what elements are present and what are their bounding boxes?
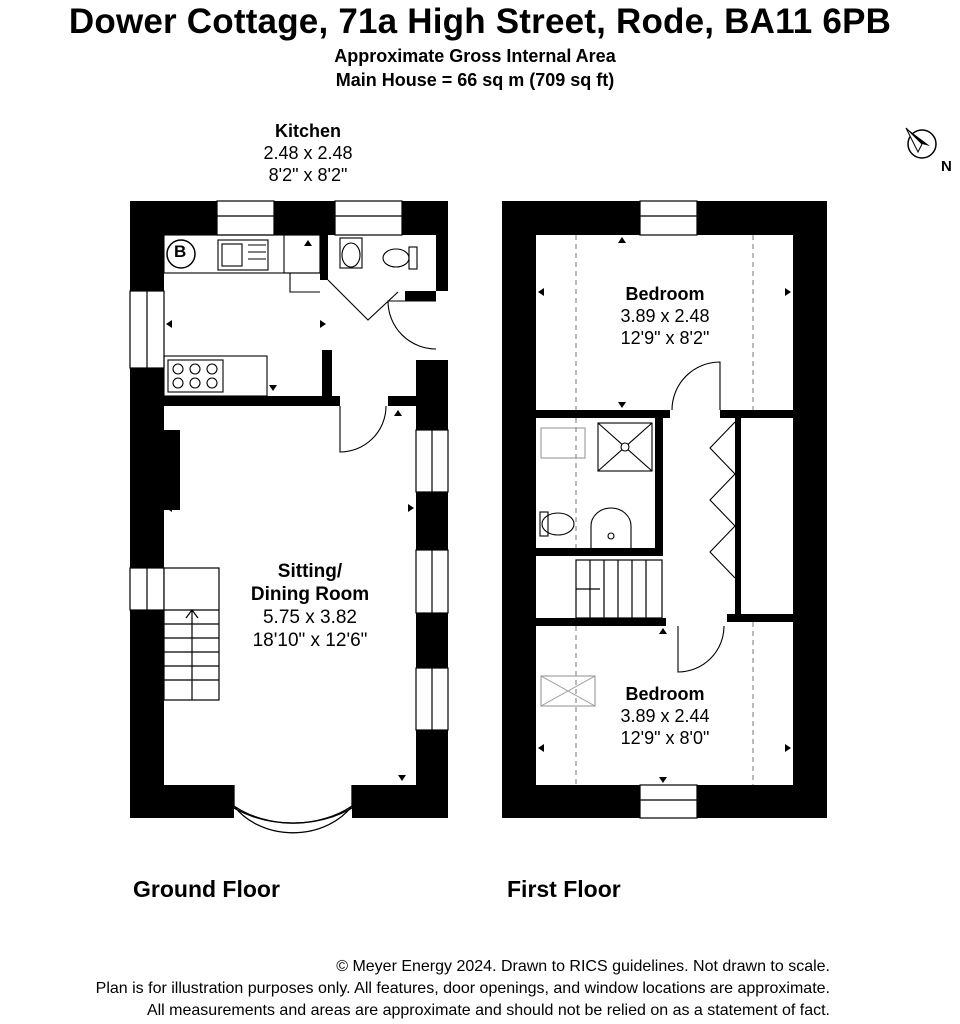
gf-wall-right-upper: [436, 201, 448, 291]
area-heading: Approximate Gross Internal Area: [334, 46, 616, 66]
room-label-bedroom-2: Bedroom 3.89 x 2.44 12'9" x 8'0": [585, 683, 745, 749]
ff-wall-bed1-bath: [536, 410, 670, 418]
ff-wall-stair-bottom: [536, 618, 666, 626]
ff-wall-left: [502, 201, 536, 818]
gf-wall-bottom-left: [130, 785, 234, 818]
gf-wall-top-mid: [274, 201, 335, 235]
ff-wall-bath-right: [655, 418, 663, 556]
gf-bay-window: [221, 785, 365, 834]
room-label-kitchen: Kitchen 2.48 x 2.48 8'2" x 8'2": [228, 120, 388, 186]
ff-wall-bottom-right: [697, 785, 827, 818]
kitchen-metric: 2.48 x 2.48: [263, 143, 353, 163]
hob: [167, 359, 224, 393]
ff-wall-bed2-right: [727, 614, 793, 622]
sitting-metric: 5.75 x 3.82: [262, 607, 358, 628]
gf-chimney-breast: [164, 430, 180, 510]
first-floor-label: First Floor: [507, 876, 621, 902]
ground-floor-plan: [129, 200, 449, 834]
gf-stairs: [163, 567, 220, 701]
gf-doors: [289, 273, 437, 453]
ff-wall-bottom-left: [502, 785, 640, 818]
kitchen-name: Kitchen: [274, 121, 341, 141]
gf-measure-ticks: [166, 240, 414, 781]
ff-measure-ticks: [538, 237, 791, 783]
velux-bedroom: [540, 675, 596, 707]
first-floor-plan: [502, 200, 827, 819]
velux-bath: [540, 427, 586, 459]
ff-doors: [671, 361, 736, 673]
sink: [217, 239, 269, 271]
bedroom2-name: Bedroom: [625, 684, 705, 704]
gf-wall-kitchen-wc: [320, 235, 328, 280]
ff-windows: [639, 200, 698, 819]
bedroom1-metric: 3.89 x 2.48: [620, 306, 710, 326]
gf-wall-left-upper: [130, 201, 164, 291]
toilet: [541, 512, 575, 536]
gf-wall-right-c: [416, 613, 448, 668]
kitchen-imperial: 8'2" x 8'2": [268, 165, 348, 185]
ff-eaves-lines: [575, 235, 754, 785]
sitting-name-line2: Dining Room: [250, 584, 370, 605]
ff-wall-bed1-cupboard: [720, 410, 793, 418]
ff-wall-bath-bottom: [536, 548, 663, 556]
boiler-symbol: [166, 239, 196, 269]
bedroom2-metric: 3.89 x 2.44: [620, 706, 710, 726]
wc-fittings: [327, 237, 418, 321]
bedroom1-name: Bedroom: [625, 284, 705, 304]
gf-wall-bottom-right: [352, 785, 448, 818]
ff-wall-cupboard-left: [735, 418, 741, 614]
gf-wall-wc-bottom: [405, 291, 436, 301]
gf-wall-right-a: [416, 360, 448, 430]
north-compass-icon: [905, 127, 938, 160]
footer-disclaimer-2: All measurements and areas are approxima…: [146, 1002, 830, 1019]
room-label-sitting-dining: Sitting/ Dining Room 5.75 x 3.82 18'10" …: [220, 560, 400, 652]
kitchen-fittings: [163, 234, 321, 397]
room-label-bedroom-1: Bedroom 3.89 x 2.48 12'9" x 8'2": [585, 283, 745, 349]
worktop-bottom: [163, 355, 268, 397]
bedroom1-imperial: 12'9" x 8'2": [620, 328, 710, 348]
area-main-house: Main House = 66 sq m (709 sq ft): [335, 70, 615, 90]
sitting-name-line1: Sitting/: [277, 561, 343, 582]
gf-wall-hall-lower: [322, 350, 332, 400]
gf-wall-hall-sitting: [388, 396, 418, 406]
footer-copyright: © Meyer Energy 2024. Drawn to RICS guide…: [336, 958, 830, 975]
gf-wall-kitchen-sitting: [164, 396, 340, 406]
sitting-imperial: 18'10" x 12'6": [252, 630, 368, 651]
gf-wall-right-b: [416, 492, 448, 550]
bedroom2-imperial: 12'9" x 8'0": [620, 728, 710, 748]
compass-north-label: N: [941, 158, 952, 175]
gf-wall-left-mid: [130, 368, 164, 568]
basin: [590, 507, 632, 548]
footer-disclaimer-1: Plan is for illustration purposes only. …: [95, 980, 830, 997]
plan-title: Dower Cottage, 71a High Street, Rode, BA…: [68, 2, 892, 41]
fridge: [283, 234, 321, 274]
bathroom-fittings: [539, 422, 653, 548]
shower-tray: [597, 422, 653, 472]
ff-stairs: [575, 559, 663, 619]
gf-wall-left-lower: [130, 610, 164, 818]
boiler-label: B: [174, 242, 187, 261]
ff-wall-right: [793, 201, 827, 818]
ground-floor-label: Ground Floor: [133, 876, 280, 902]
